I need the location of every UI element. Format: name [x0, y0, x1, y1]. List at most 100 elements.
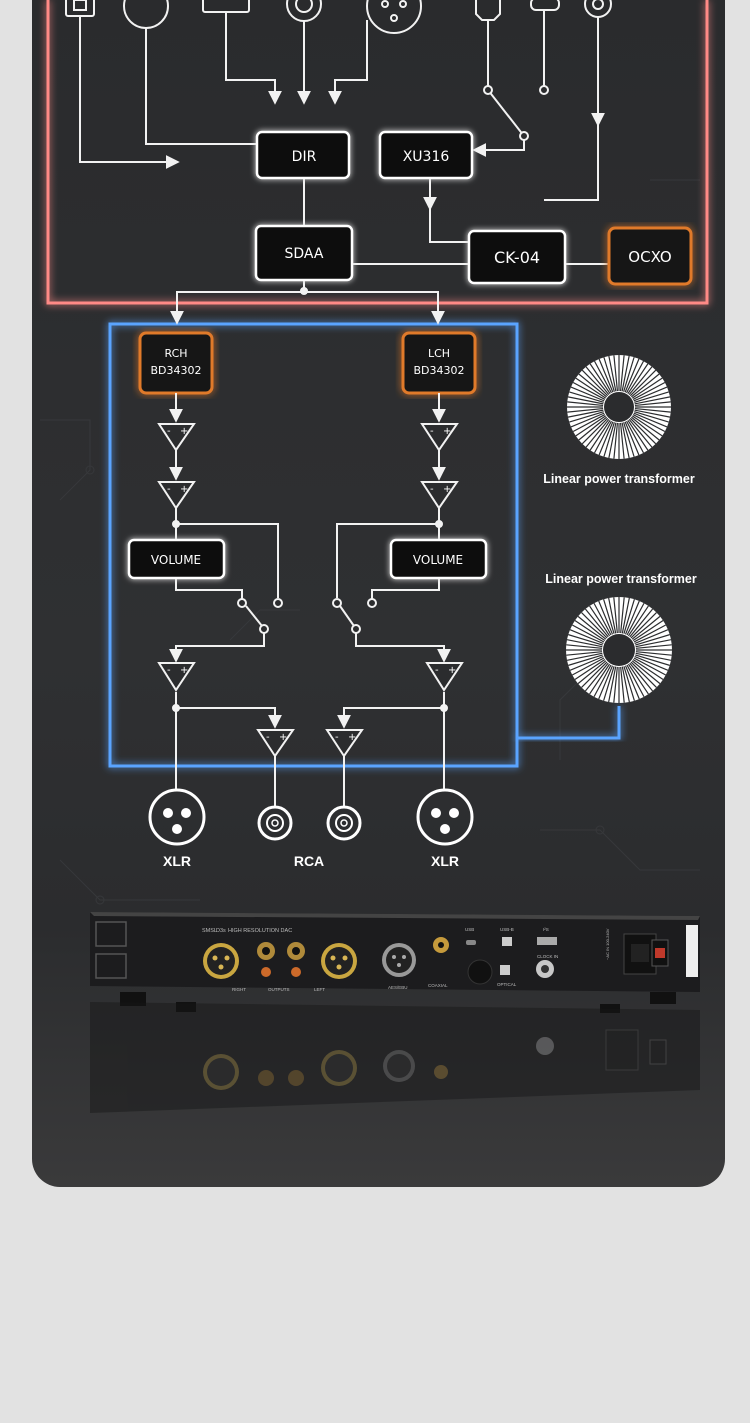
winding-line — [593, 360, 612, 394]
opamp-sign: + — [180, 665, 188, 676]
optical-input-inner — [73, 0, 87, 11]
volume-left-chip: VOLUME — [127, 538, 226, 580]
opamp-l1 — [420, 423, 459, 452]
ck04-chip: CK-04 — [467, 229, 567, 285]
winding-line — [584, 608, 609, 638]
winding-line — [574, 620, 606, 642]
winding-line — [608, 666, 617, 703]
opamp-sign: + — [443, 426, 451, 437]
winding-line — [635, 644, 672, 649]
panel-power-label: ~AC IN 100-240V — [605, 928, 610, 960]
usb-b-input-icon — [475, 0, 501, 21]
winding-line — [626, 420, 645, 454]
usb-c-input-icon — [530, 0, 560, 11]
winding-line — [631, 660, 661, 685]
transformer-top-label: Linear power transformer — [543, 472, 695, 486]
opamp-sign: - — [435, 665, 439, 676]
winding-line — [633, 657, 667, 676]
winding-line — [628, 418, 653, 448]
winding-line — [578, 416, 608, 441]
winding-line — [584, 662, 609, 692]
opamp-sign: - — [430, 484, 434, 495]
winding-line — [629, 608, 654, 638]
winding-line — [620, 666, 625, 703]
ocxo-label: OCXO — [628, 248, 671, 266]
winding-line — [634, 407, 671, 413]
opamp-sign: + — [443, 484, 451, 495]
rca-label: RCA — [294, 853, 324, 869]
device-rear-panel: SMSL D3s HIGH RESOLUTION DAC RIGHT OUTPU… — [90, 912, 700, 1013]
winding-line — [572, 414, 606, 433]
optical-input-icon — [65, 0, 95, 17]
winding-line — [624, 421, 640, 456]
winding-line — [598, 421, 614, 456]
rca-right-output-icon — [326, 805, 362, 841]
winding-line — [598, 600, 614, 635]
device-reflection — [90, 1002, 700, 1113]
winding-line — [575, 377, 607, 399]
winding-line — [570, 386, 605, 402]
opamp-signs: -+ -+ -+ -+ -+ -+ -+ -+ — [167, 426, 456, 743]
winding-line — [603, 666, 615, 701]
opamp-sign: - — [266, 732, 270, 743]
winding-line — [635, 652, 672, 661]
winding-line — [624, 665, 640, 700]
winding-line — [589, 605, 611, 637]
opamp-sign: - — [167, 426, 171, 437]
opamp-r1 — [157, 423, 196, 452]
winding-line — [571, 624, 605, 643]
winding-line — [589, 419, 611, 451]
winding-line — [631, 415, 663, 437]
winding-line — [621, 355, 630, 392]
rch-label: RCH — [164, 347, 187, 360]
analog-section-frame — [108, 322, 519, 768]
winding-line — [571, 657, 605, 676]
digital-section-frame — [46, 0, 709, 305]
winding-line — [567, 396, 604, 405]
hdmi-input-icon — [202, 0, 250, 13]
ac-input-icon — [123, 0, 169, 29]
panel-usbb-label: USB-B — [500, 927, 514, 932]
winding-line — [632, 658, 664, 680]
winding-line — [566, 644, 603, 649]
winding-line — [569, 391, 604, 403]
winding-line — [572, 381, 606, 400]
volume-left-label: VOLUME — [151, 553, 201, 567]
winding-line — [630, 373, 660, 398]
winding-line — [567, 401, 604, 407]
winding-line — [623, 599, 635, 634]
panel-coaxial-label: COAXIAL — [428, 983, 448, 988]
winding-line — [635, 654, 670, 666]
winding-line — [585, 418, 610, 448]
winding-line — [623, 422, 635, 457]
volume-right-chip: VOLUME — [389, 538, 488, 580]
coaxial-input-icon — [286, 0, 322, 22]
panel-clock-label: CLOCK IN — [537, 954, 558, 959]
winding-line — [589, 363, 611, 395]
panel-right-label: RIGHT — [232, 987, 246, 992]
panel-outputs-label: OUTPUTS — [268, 987, 290, 992]
winding-line — [585, 366, 610, 396]
coaxial-input-inner — [295, 0, 313, 13]
winding-line — [632, 414, 666, 433]
winding-line — [631, 377, 663, 399]
winding-line — [623, 666, 635, 701]
lch-label: LCH — [428, 347, 450, 360]
winding-line — [603, 357, 615, 392]
sdaa-chip: SDAA — [254, 224, 354, 282]
winding-line — [566, 652, 603, 661]
dir-chip: DIR — [255, 130, 351, 180]
winding-line — [569, 629, 604, 645]
winding-line — [569, 411, 604, 423]
winding-line — [630, 612, 657, 639]
winding-line — [634, 629, 669, 645]
winding-line — [581, 369, 609, 397]
winding-line — [621, 666, 630, 703]
winding-line — [566, 651, 603, 656]
winding-line — [629, 369, 657, 397]
winding-line — [613, 355, 619, 392]
volume-right-label: VOLUME — [413, 553, 463, 567]
xlr-left-output-icon — [148, 788, 206, 846]
winding-line — [608, 422, 617, 459]
background-circuit-texture — [40, 179, 700, 905]
